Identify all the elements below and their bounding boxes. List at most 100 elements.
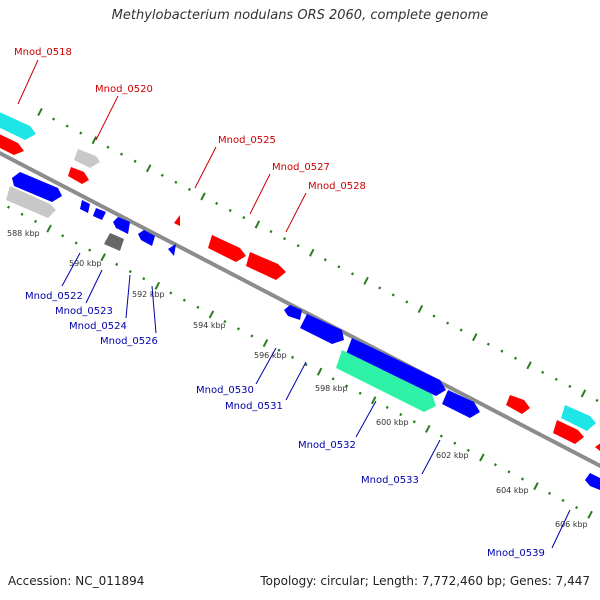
tick-mark [296, 244, 300, 248]
tick-mark [200, 192, 206, 201]
tick-mark [513, 356, 518, 360]
tick-mark [385, 405, 389, 410]
tick-mark [91, 136, 98, 145]
tick-mark [174, 180, 178, 184]
tick-mark [350, 272, 355, 276]
gene-label-plus[interactable]: Mnod_0520 [95, 84, 153, 95]
tick-mark [65, 124, 69, 128]
tick-mark [412, 420, 416, 424]
gene-label-minus[interactable]: Mnod_0526 [100, 336, 158, 347]
plus-strand-features [0, 110, 600, 455]
topology-text: Topology: circular; Length: 7,772,460 bp… [260, 574, 590, 588]
gene-label-minus[interactable]: Mnod_0530 [196, 385, 254, 396]
gene-label-minus[interactable]: Mnod_0532 [298, 440, 356, 451]
tick-mark [52, 117, 56, 121]
tick-mark [363, 276, 369, 285]
gene-feature-blue[interactable] [300, 314, 344, 344]
tick-mark [547, 491, 552, 495]
tick-mark [160, 173, 164, 177]
gene-feature-blue[interactable] [585, 473, 600, 490]
tick-mark [425, 424, 431, 433]
gene-label-minus[interactable]: Mnod_0531 [225, 401, 283, 412]
tick-mark [37, 107, 43, 117]
gene-label-minus[interactable]: Mnod_0523 [55, 306, 113, 317]
tick-mark [145, 164, 152, 173]
tick-mark [331, 377, 335, 381]
tick-mark [100, 253, 106, 262]
tick-mark [133, 159, 137, 163]
tick-mark [115, 262, 119, 266]
tick-mark [169, 291, 173, 295]
gene-label-minus[interactable]: Mnod_0533 [361, 475, 419, 486]
tick-mark [283, 237, 287, 241]
tick-mark [417, 304, 424, 314]
minus-label-leaders [61, 252, 571, 549]
map-title: Methylobacterium nodulans ORS 2060, comp… [111, 8, 489, 23]
kbp-label: 594 kbp [193, 321, 226, 330]
tick-mark [142, 277, 146, 281]
tick-mark [486, 342, 490, 346]
gene-feature-red[interactable] [0, 132, 24, 155]
gene-feature-cyan[interactable] [561, 405, 596, 431]
gene-feature-red[interactable] [246, 252, 286, 280]
gene-feature-red[interactable] [506, 395, 530, 414]
gene-label-plus[interactable]: Mnod_0525 [218, 135, 276, 146]
tick-mark [154, 281, 161, 290]
gene-feature-blue[interactable] [442, 390, 480, 418]
gene-feature-red[interactable] [68, 167, 89, 184]
gene-feature-blue[interactable] [93, 208, 106, 220]
gene-label-minus[interactable]: Mnod_0522 [25, 291, 83, 302]
tick-mark [568, 384, 572, 388]
gene-feature-cyan[interactable] [0, 110, 36, 140]
tick-mark [337, 265, 341, 269]
kbp-scale-labels: 588 kbp 590 kbp 592 kbp 594 kbp 596 kbp … [7, 229, 588, 529]
gene-label-minus[interactable]: Mnod_0539 [487, 548, 545, 559]
gene-feature-blue[interactable] [80, 200, 90, 213]
gene-feature-blue[interactable] [284, 305, 302, 320]
tick-mark [391, 293, 395, 297]
gene-feature-darkgray[interactable] [104, 233, 124, 251]
tick-mark [182, 298, 186, 302]
gene-feature-gray[interactable] [74, 149, 100, 168]
gene-feature-blue[interactable] [113, 217, 130, 234]
gene-feature-red[interactable] [208, 235, 246, 262]
gene-feature-blue[interactable] [12, 172, 62, 202]
kbp-label: 588 kbp [7, 229, 40, 238]
tick-mark [6, 205, 11, 209]
tick-mark [432, 314, 436, 318]
minus-strand-features [6, 172, 600, 490]
tick-mark [500, 349, 504, 353]
gene-label-plus[interactable]: Mnod_0518 [14, 47, 72, 58]
tick-mark [472, 333, 478, 342]
tick-mark [250, 334, 254, 338]
tick-mark [223, 320, 227, 324]
kbp-label: 602 kbp [436, 451, 469, 460]
gene-feature-green[interactable] [336, 350, 436, 412]
gene-label-plus[interactable]: Mnod_0528 [308, 181, 366, 192]
gene-feature-red[interactable] [174, 215, 180, 226]
gene-feature-blue[interactable] [138, 230, 155, 246]
kbp-label: 606 kbp [555, 520, 588, 529]
tick-mark [304, 362, 308, 367]
kbp-label: 600 kbp [376, 418, 409, 427]
tick-mark [345, 384, 349, 388]
tick-mark [493, 463, 497, 467]
tick-mark [561, 498, 565, 503]
gene-feature-red[interactable] [553, 420, 584, 444]
tick-mark [187, 187, 191, 191]
gene-feature-blue[interactable] [168, 244, 176, 256]
kbp-label: 596 kbp [254, 351, 287, 360]
tick-mark [269, 230, 273, 234]
tick-mark [316, 367, 323, 376]
gene-feature-gray[interactable] [6, 186, 56, 218]
tick-mark [254, 220, 261, 229]
gene-label-plus[interactable]: Mnod_0527 [272, 162, 330, 173]
tick-mark [466, 448, 470, 452]
tick-mark [20, 212, 24, 216]
tick-mark [453, 441, 457, 445]
gene-feature-blue[interactable] [346, 338, 446, 396]
gene-label-minus[interactable]: Mnod_0524 [69, 321, 127, 332]
gene-feature-red[interactable] [595, 440, 600, 455]
tick-mark [277, 348, 281, 352]
